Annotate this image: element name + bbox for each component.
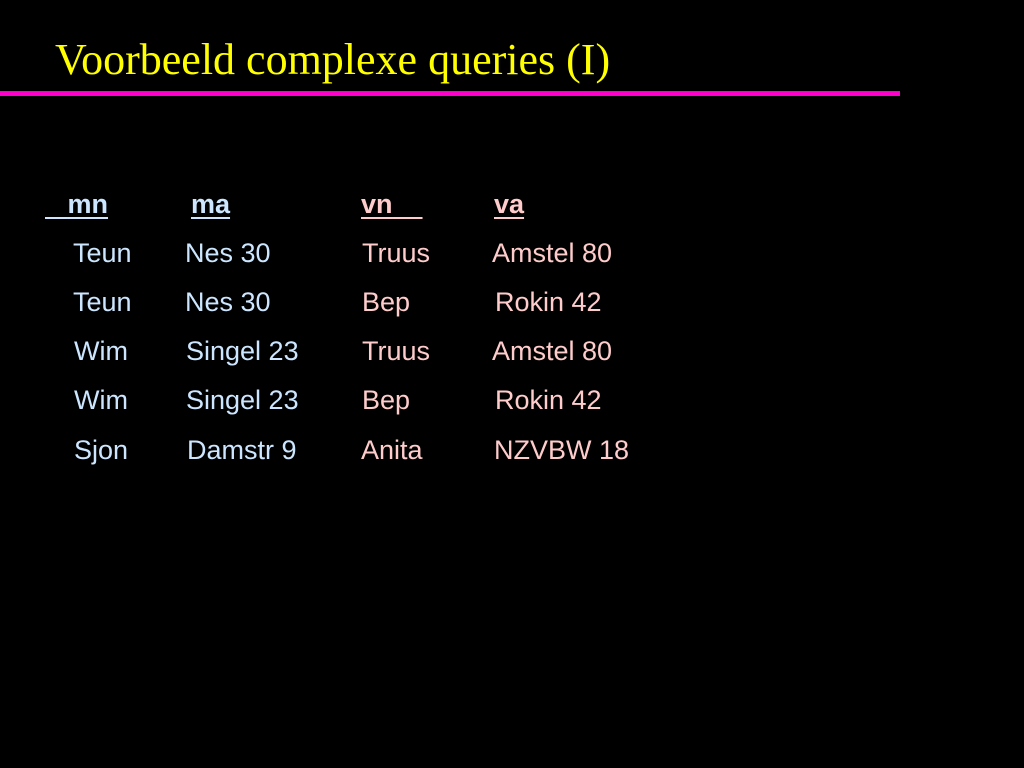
column-header-mn: mn bbox=[67, 189, 109, 219]
table-cell-ma: Nes 30 bbox=[185, 238, 271, 268]
table-cell-ma: Singel 23 bbox=[186, 336, 299, 366]
table-cell-mn: Sjon bbox=[74, 435, 129, 465]
column-header-vn: vn bbox=[361, 189, 393, 219]
table-cell-mn: Teun bbox=[73, 287, 132, 317]
table-cell-va: Rokin 42 bbox=[495, 385, 602, 415]
table-cell-va: Rokin 42 bbox=[495, 287, 602, 317]
table-cell-va: NZVBW 18 bbox=[494, 435, 630, 465]
table-cell-vn: Bep bbox=[362, 385, 411, 415]
table-cell-vn: Truus bbox=[362, 336, 431, 366]
slide-title: Voorbeeld complexe queries (I) bbox=[55, 35, 611, 84]
table-cell-mn: Wim bbox=[74, 385, 128, 415]
table-cell-vn: Bep bbox=[362, 287, 411, 317]
table-cell-vn: Truus bbox=[362, 238, 431, 268]
table-cell-ma: Singel 23 bbox=[186, 385, 299, 415]
table-cell-va: Amstel 80 bbox=[492, 336, 613, 366]
table-cell-mn: Wim bbox=[74, 336, 128, 366]
table-cell-ma: Nes 30 bbox=[185, 287, 271, 317]
column-header-va: va bbox=[494, 189, 525, 219]
table-cell-mn: Teun bbox=[73, 238, 132, 268]
column-header-ma: ma bbox=[191, 189, 231, 219]
table-cell-va: Amstel 80 bbox=[492, 238, 613, 268]
title-underline-rule bbox=[0, 91, 900, 96]
table-cell-vn: Anita bbox=[361, 435, 423, 465]
table-cell-ma: Damstr 9 bbox=[187, 435, 297, 465]
